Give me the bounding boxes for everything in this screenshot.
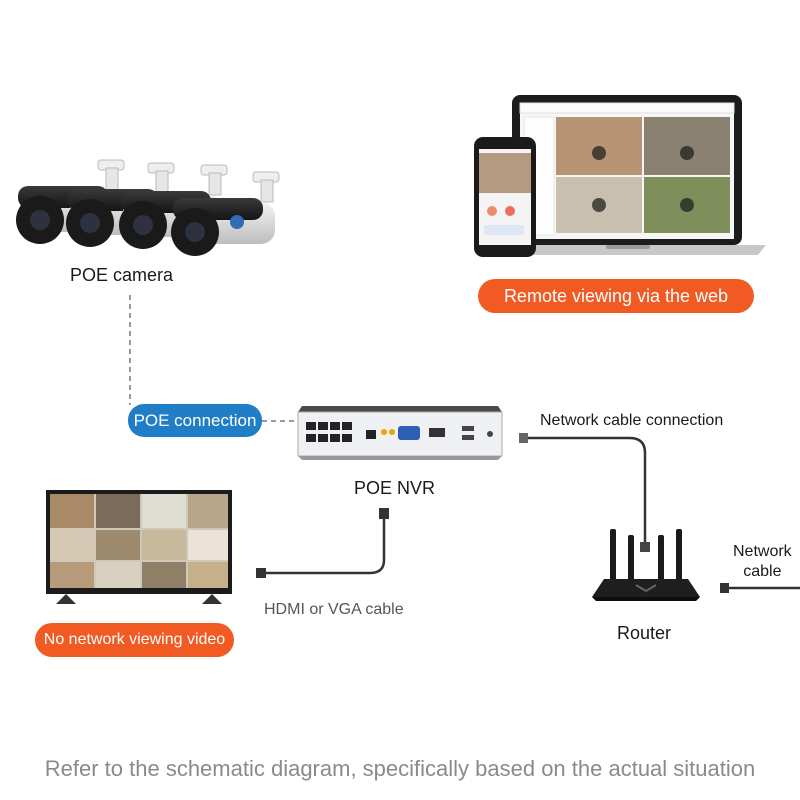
hdmi-cable — [262, 515, 386, 575]
laptop-phone-icon — [474, 95, 766, 257]
poe-connection-pill: POE connection — [128, 404, 262, 437]
camera-icon — [171, 171, 280, 256]
phone-icon — [474, 137, 536, 257]
network-cable-nvr-router — [524, 436, 647, 545]
laptop-icon — [490, 95, 766, 255]
cable-plug — [519, 433, 528, 443]
nvr-label: POE NVR — [354, 478, 436, 498]
no-network-viewing-pill: No network viewing video — [35, 623, 234, 657]
cable-plug — [256, 568, 266, 578]
network-cable-connection-label: Network cable connection — [540, 412, 724, 429]
hdmi-vga-label: HDMI or VGA cable — [264, 601, 404, 618]
footer-note: Refer to the schematic diagram, specific… — [44, 756, 756, 781]
camera-group-icon — [16, 159, 280, 256]
cable-plug — [720, 583, 729, 593]
cable-plug — [379, 508, 389, 519]
camera-label: POE camera — [70, 265, 174, 285]
remote-viewing-pill: Remote viewing via the web — [478, 279, 754, 313]
nvr-icon — [297, 406, 503, 460]
router-icon — [592, 529, 700, 601]
tv-icon — [46, 490, 232, 604]
network-cable-label-line1: Network — [733, 543, 792, 560]
network-cable-label: Network cable — [733, 542, 792, 582]
cable-plug — [640, 542, 650, 552]
network-cable-label-line2: cable — [743, 563, 782, 580]
router-label: Router — [617, 623, 672, 643]
